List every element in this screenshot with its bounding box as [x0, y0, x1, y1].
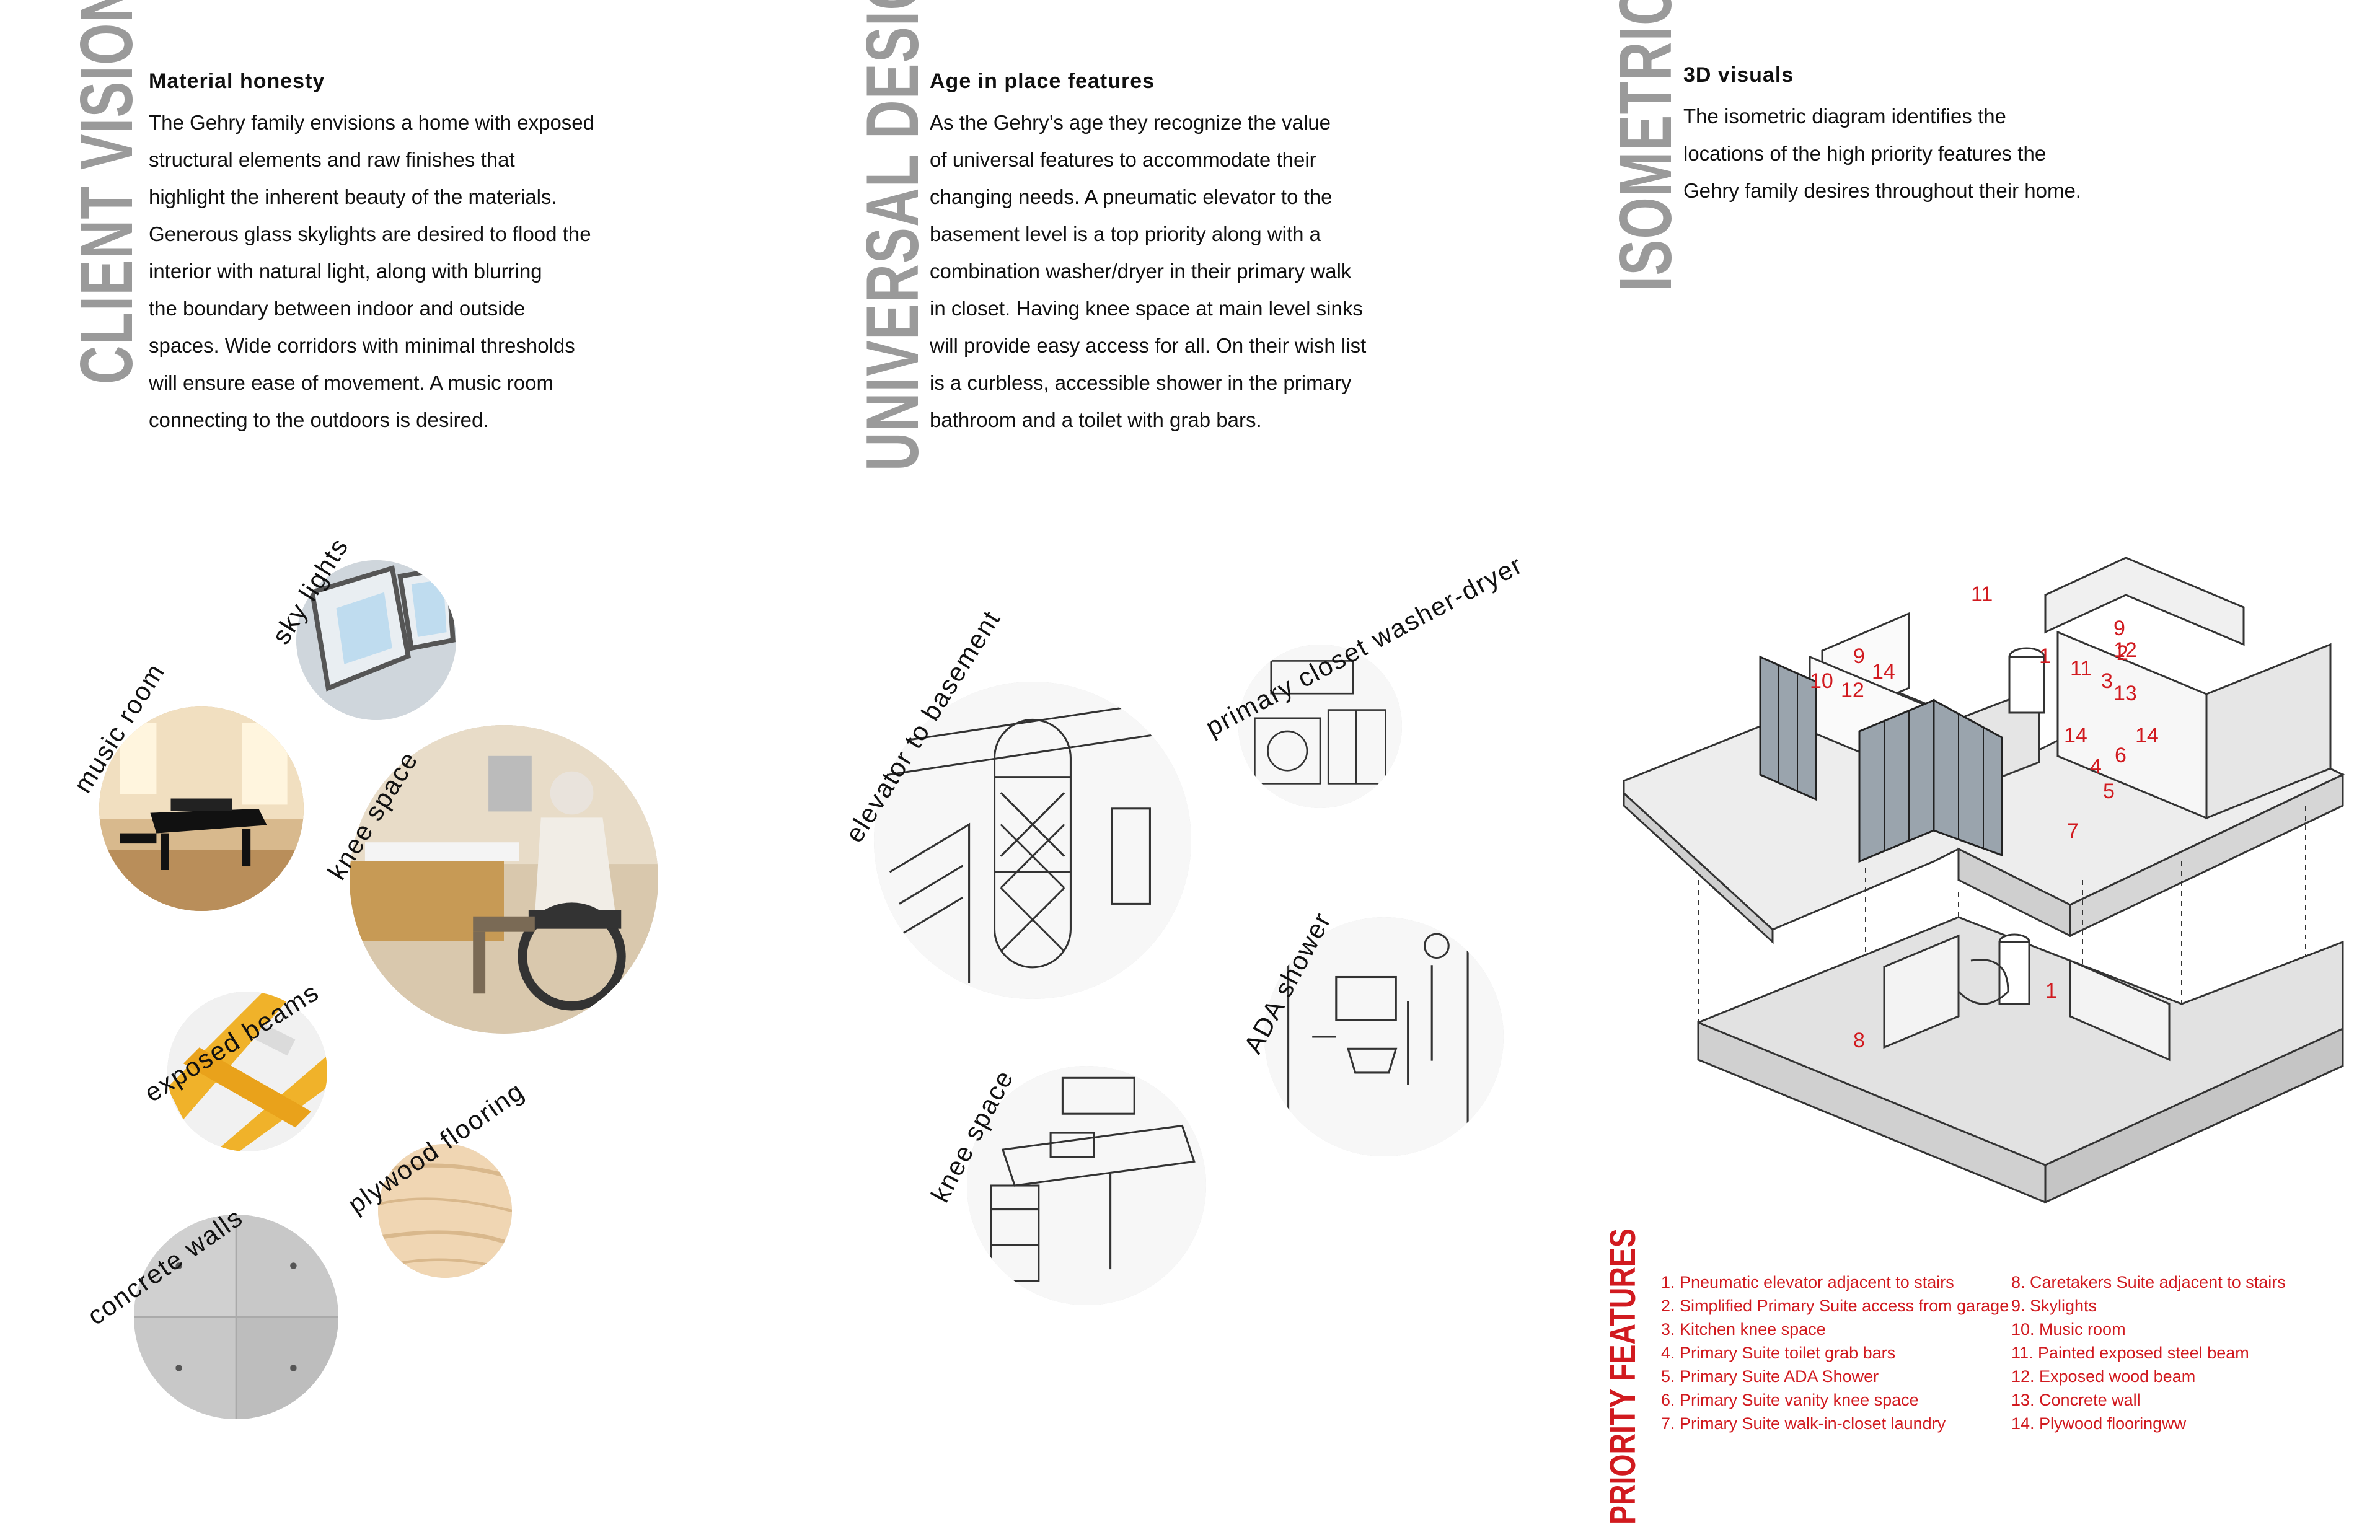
iso-number-14c: 14	[2135, 724, 2159, 747]
iso-number-9b: 9	[2113, 617, 2125, 640]
list-item: 14. Plywood flooringww	[2011, 1414, 2187, 1433]
list-item: 4. Primary Suite toilet grab bars	[1661, 1344, 1896, 1362]
ada-shower-sketch	[1264, 917, 1504, 1156]
iso-number-1a: 1	[2039, 645, 2051, 668]
priority-features-list-1: 1. Pneumatic elevator adjacent to stairs…	[1661, 1270, 2009, 1435]
iso-number-12b: 12	[2113, 638, 2137, 662]
iso-number-12a: 12	[1841, 679, 1864, 702]
priority-features-list-2: 8. Caretakers Suite adjacent to stairs 9…	[2011, 1270, 2286, 1435]
list-item: 2. Simplified Primary Suite access from …	[1661, 1296, 2009, 1315]
isometric-diagram: 11 9 14 10 12 1 11 3 2 9 12 13 14 14 4 6…	[1623, 557, 2345, 1204]
universal-design-title: UNIVERSAL DESIGN	[851, 0, 934, 472]
iso-number-10: 10	[1810, 669, 1833, 693]
iso-number-14b: 14	[2064, 724, 2087, 747]
isometric-text: The isometric diagram identifies the loc…	[1683, 105, 2081, 202]
list-item: 6. Primary Suite vanity knee space	[1661, 1391, 1919, 1409]
list-item: 5. Primary Suite ADA Shower	[1661, 1367, 1879, 1386]
iso-number-6: 6	[2115, 744, 2127, 767]
elevator-sketch	[874, 682, 1191, 999]
knee-space-sketch	[967, 1066, 1206, 1305]
client-vision-title: CLIENT VISION	[65, 0, 148, 384]
iso-number-3: 3	[2101, 669, 2113, 693]
iso-number-4: 4	[2090, 755, 2102, 778]
iso-number-5: 5	[2103, 780, 2115, 803]
list-item: 10. Music room	[2011, 1320, 2126, 1339]
client-vision-heading: Material honesty	[149, 69, 325, 93]
iso-number-8: 8	[1853, 1029, 1865, 1052]
universal-design-heading: Age in place features	[930, 69, 1155, 93]
iso-number-9a: 9	[1853, 645, 1865, 668]
concrete-walls-photo	[134, 1215, 338, 1419]
list-item: 9. Skylights	[2011, 1296, 2097, 1315]
plywood-flooring-photo	[378, 1144, 512, 1278]
list-item: 7. Primary Suite walk-in-closet laundry	[1661, 1414, 1946, 1433]
client-vision-text: The Gehry family envisions a home with e…	[149, 111, 595, 431]
knee-space-photo	[350, 725, 658, 1034]
iso-number-2: 2	[2117, 641, 2128, 665]
iso-number-7: 7	[2067, 819, 2079, 843]
closet-sketch	[1238, 645, 1402, 808]
list-item: 8. Caretakers Suite adjacent to stairs	[2011, 1273, 2286, 1291]
list-item: 12. Exposed wood beam	[2011, 1367, 2196, 1386]
list-item: 13. Concrete wall	[2011, 1391, 2141, 1409]
priority-features-title: PRIORITY FEATURES	[1603, 1228, 1643, 1525]
isometric-heading: 3D visuals	[1683, 63, 1794, 87]
list-item: 1. Pneumatic elevator adjacent to stairs	[1661, 1273, 1954, 1291]
universal-design-text: As the Gehry’s age they recognize the va…	[930, 111, 1367, 431]
iso-number-13: 13	[2113, 682, 2137, 705]
list-item: 11. Painted exposed steel beam	[2011, 1344, 2249, 1362]
iso-number-11a: 11	[1971, 583, 1993, 606]
isometric-title: ISOMETRIC	[1604, 0, 1687, 291]
iso-number-11b: 11	[2070, 657, 2092, 680]
exposed-beams-photo	[167, 992, 327, 1151]
iso-number-14a: 14	[1872, 660, 1895, 684]
iso-number-1b: 1	[2045, 979, 2057, 1003]
list-item: 3. Kitchen knee space	[1661, 1320, 1826, 1339]
